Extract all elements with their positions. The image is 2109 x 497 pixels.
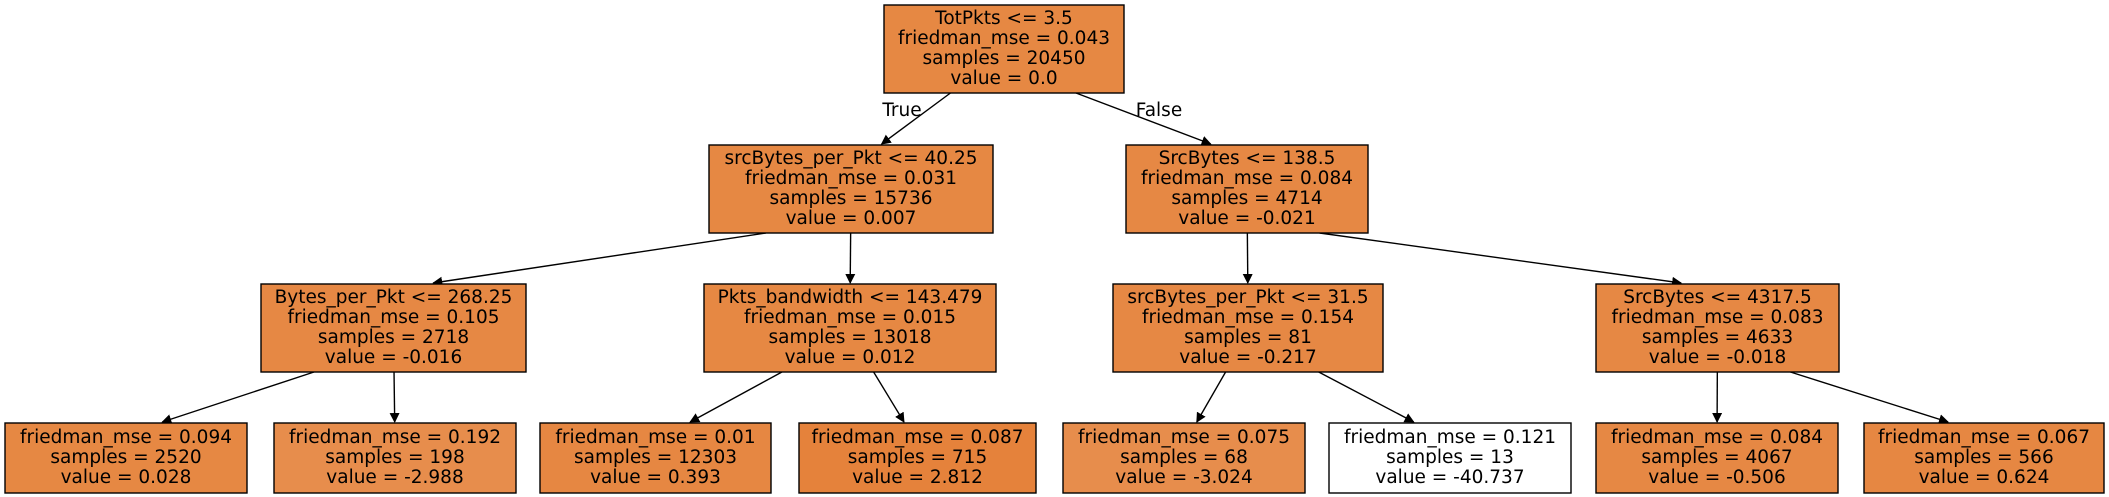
node-line: samples = 566: [1914, 447, 2053, 468]
edge-n0-n1: [880, 92, 951, 145]
node-line: friedman_mse = 0.083: [1612, 307, 1824, 328]
node-box: [883, 4, 1125, 94]
node-line: value = 0.393: [590, 467, 721, 488]
node-line: SrcBytes <= 138.5: [1159, 148, 1336, 169]
node-line: samples = 715: [848, 447, 987, 468]
node-box: [1863, 422, 2105, 494]
node-box: [539, 422, 772, 494]
node-line: value = -0.018: [1649, 347, 1786, 368]
node-line: value = -0.217: [1179, 347, 1316, 368]
edge-label-true: True: [881, 100, 921, 121]
node-line: friedman_mse = 0.192: [289, 427, 501, 448]
edge-n4-n9: [689, 371, 783, 423]
node-box: [703, 283, 997, 373]
node-line: value = 0.012: [785, 347, 916, 368]
node-box: [273, 422, 517, 494]
node-box: [1112, 283, 1384, 373]
node-line: friedman_mse = 0.067: [1878, 427, 2090, 448]
node-line: value = 2.812: [852, 467, 983, 488]
edge-n5-n11: [1196, 371, 1227, 423]
node-line: samples = 20450: [922, 48, 1085, 69]
node-line: value = 0.0: [950, 68, 1057, 89]
node-line: friedman_mse = 0.087: [812, 427, 1024, 448]
node-line: friedman_mse = 0.01: [555, 427, 755, 448]
edge-n3-n7: [161, 371, 315, 424]
node-line: value = -0.016: [325, 347, 462, 368]
node-line: samples = 2718: [318, 327, 469, 348]
edge-labels-layer: True False: [881, 100, 1182, 121]
node-line: friedman_mse = 0.105: [288, 307, 500, 328]
node-line: friedman_mse = 0.084: [1611, 427, 1823, 448]
node-box: [1328, 422, 1572, 494]
node-line: value = 0.028: [61, 467, 192, 488]
edge-n1-n3: [432, 232, 766, 287]
node-line: value = -40.737: [1375, 467, 1524, 488]
node-line: samples = 81: [1184, 327, 1312, 348]
node-box: [1125, 144, 1369, 234]
node-line: friedman_mse = 0.154: [1142, 307, 1354, 328]
node-line: friedman_mse = 0.094: [20, 427, 232, 448]
node-line: SrcBytes <= 4317.5: [1623, 287, 1812, 308]
node-line: value = 0.007: [786, 208, 917, 229]
node-line: srcBytes_per_Pkt <= 31.5: [1127, 287, 1368, 308]
node-box: [1595, 422, 1839, 494]
node-line: Pkts_bandwidth <= 143.479: [718, 287, 983, 308]
edge-n6-n14: [1790, 371, 1949, 425]
node-line: friedman_mse = 0.075: [1078, 427, 1290, 448]
node-box: [260, 283, 527, 373]
node-line: value = -3.024: [1115, 467, 1252, 488]
node-line: samples = 12303: [574, 447, 737, 468]
node-line: value = -2.988: [326, 467, 463, 488]
node-box: [798, 422, 1037, 494]
node-line: samples = 4067: [1641, 447, 1792, 468]
node-line: samples = 13: [1386, 447, 1514, 468]
edge-n0-n2: [1075, 92, 1212, 146]
node-line: samples = 4714: [1171, 188, 1322, 209]
node-line: value = -0.506: [1648, 467, 1785, 488]
edge-n5-n12: [1318, 371, 1415, 423]
node-line: friedman_mse = 0.015: [744, 307, 956, 328]
node-box: [1062, 422, 1306, 494]
node-line: samples = 2520: [50, 447, 201, 468]
node-box: [708, 144, 994, 234]
node-line: friedman_mse = 0.031: [745, 168, 957, 189]
edge-label-false: False: [1136, 100, 1182, 121]
node-line: samples = 15736: [769, 188, 932, 209]
node-line: Bytes_per_Pkt <= 268.25: [275, 287, 513, 308]
node-box: [4, 422, 248, 494]
node-line: samples = 68: [1120, 447, 1248, 468]
node-line: friedman_mse = 0.043: [898, 28, 1110, 49]
edge-n4-n10: [873, 371, 905, 423]
node-box: [1595, 283, 1840, 373]
node-line: samples = 198: [325, 447, 464, 468]
node-line: value = -0.021: [1178, 208, 1315, 229]
node-line: samples = 4633: [1642, 327, 1793, 348]
edge-n2-n6: [1319, 232, 1683, 287]
node-line: TotPkts <= 3.5: [934, 8, 1073, 29]
node-line: srcBytes_per_Pkt <= 40.25: [724, 148, 977, 169]
edges-layer: [161, 92, 1949, 425]
node-line: friedman_mse = 0.121: [1344, 427, 1556, 448]
node-line: value = 0.624: [1919, 467, 2050, 488]
node-line: samples = 13018: [768, 327, 931, 348]
edge-n3-n8: [389, 371, 400, 423]
node-line: friedman_mse = 0.084: [1141, 168, 1353, 189]
